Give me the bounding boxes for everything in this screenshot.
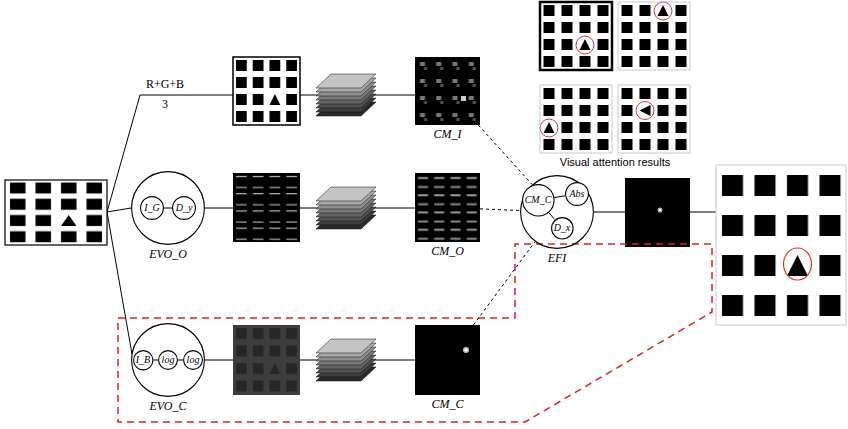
operation-circle: D_x — [551, 217, 574, 240]
operation-circle: I_G — [140, 196, 164, 220]
fused-map — [625, 178, 690, 247]
fusion-circle: EFICM_CAbsD_x — [520, 175, 594, 249]
connector — [164, 208, 172, 209]
conspicuity-map: CM_C — [415, 325, 480, 395]
operator-circle: EVO_CI_Bloglog — [131, 323, 205, 397]
orientation-image — [233, 173, 300, 242]
operation-label: D_y — [176, 203, 193, 213]
conspicuity-maps — [415, 57, 480, 395]
feature-stack — [316, 74, 376, 381]
operation-circle: CM_C — [522, 184, 555, 217]
text-label: R+G+B — [146, 78, 184, 90]
connector — [153, 359, 158, 360]
text-label: 3 — [162, 98, 168, 110]
operation-label: I_G — [144, 203, 160, 213]
node-label: CM_I — [434, 128, 462, 140]
connector — [554, 196, 565, 198]
operation-circle: log — [158, 350, 178, 370]
attention-results — [540, 2, 690, 153]
operation-label: Abs — [570, 189, 585, 199]
operation-circle: D_y — [172, 196, 196, 220]
operation-label: I_B — [136, 355, 150, 365]
node-label: CM_C — [431, 398, 463, 410]
text-label: Visual attention results — [560, 157, 670, 168]
intensity-image — [233, 57, 300, 125]
highlight-region — [118, 244, 712, 422]
color-image — [233, 325, 300, 395]
node-label: EVO_O — [149, 248, 187, 260]
conspicuity-map: CM_I — [415, 57, 480, 125]
operation-label: log — [162, 355, 175, 365]
connector — [549, 212, 555, 219]
output-image — [716, 165, 846, 325]
connector — [480, 209, 520, 211]
connector — [178, 360, 183, 361]
operation-circle: log — [183, 350, 203, 370]
operator-circle: EVO_OI_GD_y — [131, 171, 205, 245]
operation-label: log — [187, 355, 200, 365]
operation-label: CM_C — [525, 195, 552, 205]
node-label: CM_O — [431, 245, 464, 257]
operation-circle: I_B — [133, 350, 153, 370]
conspicuity-map: CM_O — [415, 173, 480, 242]
connector — [478, 125, 532, 185]
operation-label: D_x — [554, 223, 571, 233]
operation-circle: Abs — [565, 182, 589, 206]
connector — [473, 242, 535, 325]
node-label: EVO_C — [150, 400, 187, 412]
input-image — [5, 180, 107, 245]
node-label: EFI — [548, 252, 567, 264]
